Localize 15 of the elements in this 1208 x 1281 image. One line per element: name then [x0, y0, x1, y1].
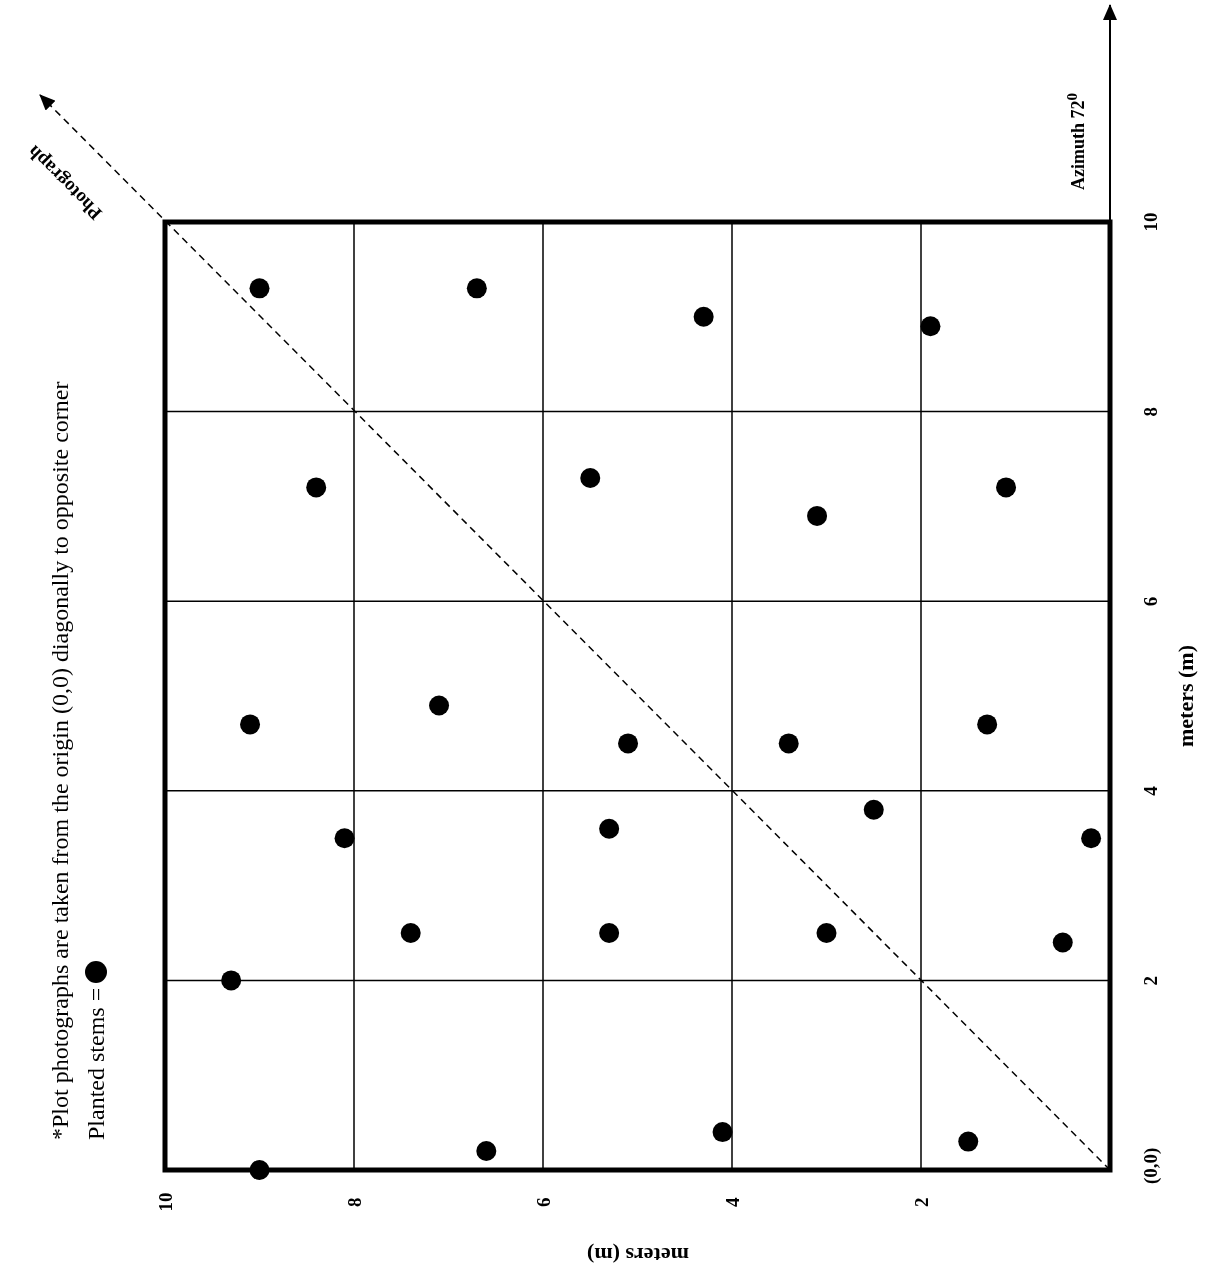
- tick-label: 8: [1141, 407, 1160, 417]
- tick-label: 6: [533, 1197, 553, 1207]
- tick-label: 8: [344, 1197, 364, 1207]
- tick-label: 4: [722, 1197, 742, 1207]
- axis-title: meters (m): [586, 1244, 689, 1266]
- tick-label: 6: [1141, 596, 1160, 607]
- tick-label: 10: [1141, 212, 1160, 232]
- axis-title: meters (m): [1175, 645, 1197, 747]
- tick-label: 10: [155, 1192, 175, 1212]
- tick-label: 2: [911, 1197, 931, 1207]
- tick-label: (0,0): [1141, 1147, 1160, 1184]
- tick-label: 4: [1141, 786, 1160, 796]
- note-text: *Plot photographs are taken from the origin (0,0) diagonally to opposite corner: [48, 381, 72, 1140]
- legend-label: Planted stems =: [84, 987, 108, 1140]
- tick-label: 2: [1141, 975, 1160, 986]
